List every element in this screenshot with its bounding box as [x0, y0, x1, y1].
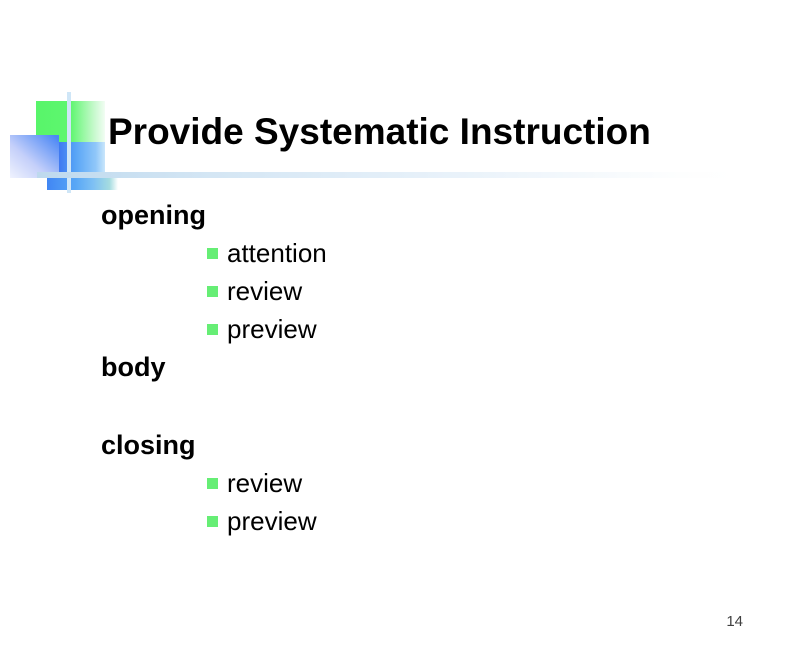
bullet-square-icon [207, 285, 218, 297]
outline-subitem-label: attention [227, 237, 327, 268]
decor-blue-square [59, 142, 105, 172]
outline-item-opening: opening [101, 196, 327, 234]
outline-subitem-review: review [101, 272, 327, 310]
decor-vertical-line [67, 92, 71, 193]
outline-item-body: body [101, 348, 327, 386]
outline-subitem-label: preview [227, 505, 317, 536]
bullet-square-icon [207, 247, 218, 259]
page-number: 14 [726, 613, 743, 630]
outline-item-label: opening [101, 199, 206, 230]
title-underline-rule [37, 172, 735, 178]
decor-blue-gradient-square [10, 135, 59, 178]
bullet-square-icon [207, 477, 218, 489]
outline-item-label: body [101, 351, 166, 382]
outline-item-closing: closing [101, 426, 327, 464]
outline-subitem-preview: preview [101, 310, 327, 348]
outline-subitem-label: review [227, 275, 303, 306]
outline-subitem-review-2: review [101, 464, 327, 502]
outline-subitem-label: preview [227, 313, 317, 344]
outline-subitem-label: review [227, 467, 303, 498]
outline-subitem-preview-2: preview [101, 502, 327, 540]
outline-subitem-attention: attention [101, 234, 327, 272]
decor-blue-bottom-bar [47, 178, 118, 190]
bullet-square-icon [207, 323, 218, 335]
slide-title: Provide Systematic Instruction [108, 111, 651, 152]
bullet-square-icon [207, 515, 218, 527]
outline-item-label: closing [101, 429, 196, 460]
outline-list: opening attention review preview body cl… [101, 196, 327, 540]
